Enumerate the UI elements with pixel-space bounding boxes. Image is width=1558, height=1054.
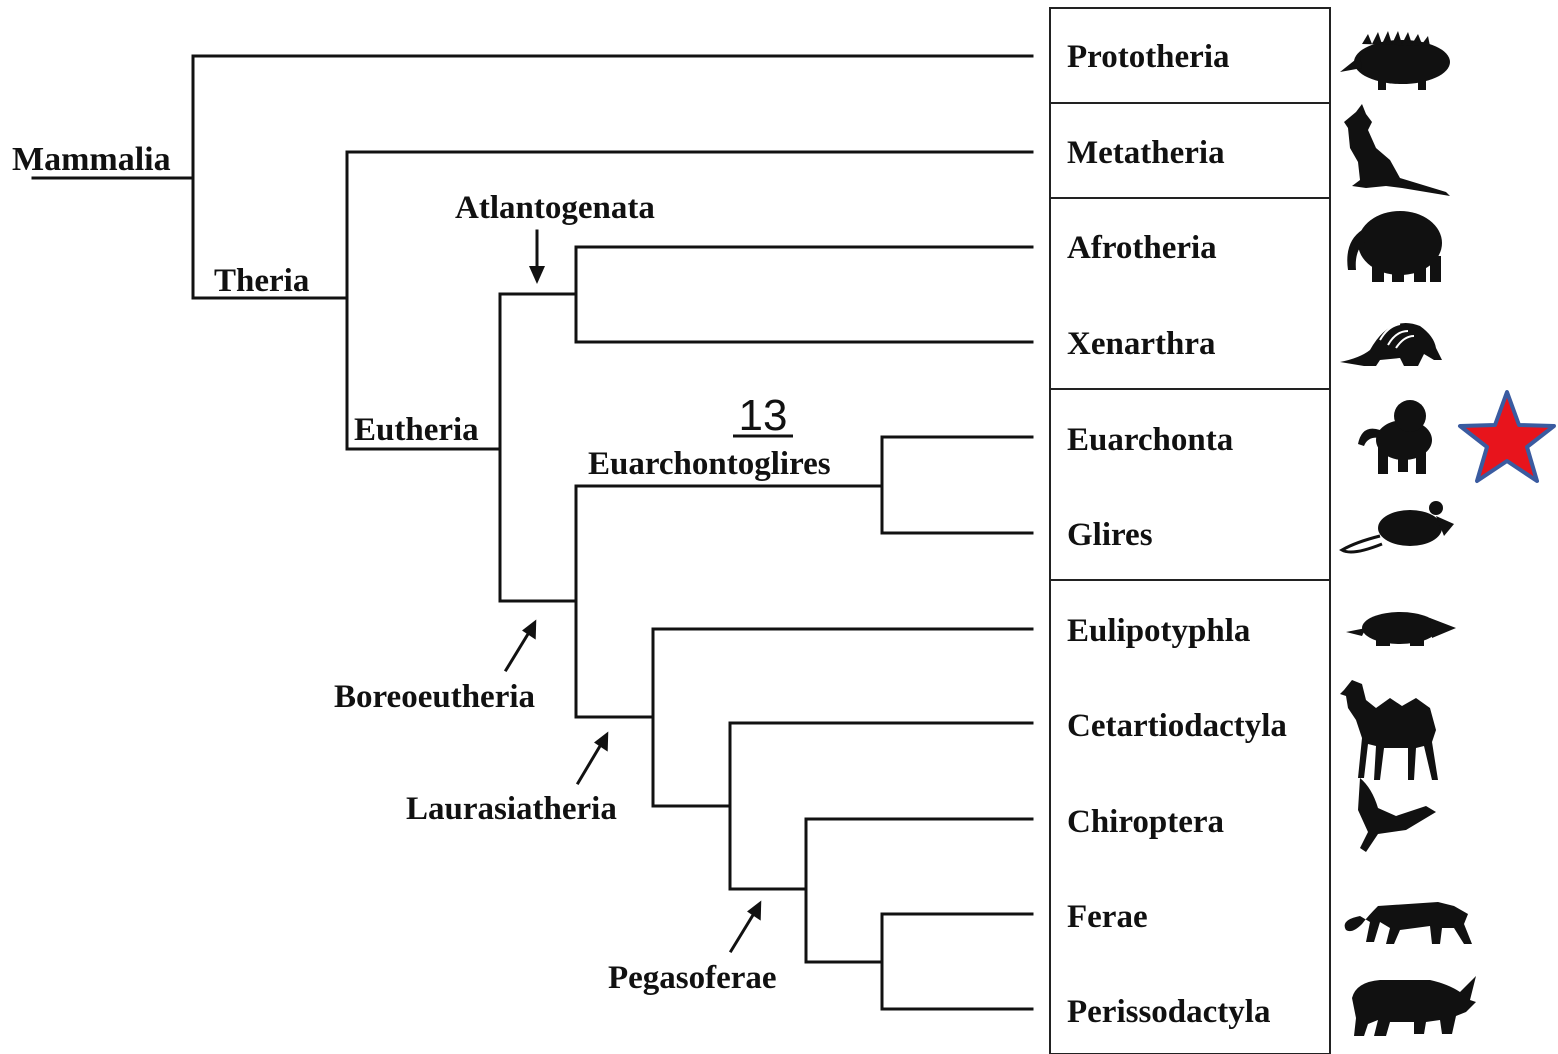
taxon-names: Prototheria Metatheria Afrotheria Xenart…: [1067, 39, 1287, 1030]
theria-label: Theria: [214, 263, 309, 299]
laurasiatheria-arrow: [578, 746, 600, 783]
echidna-icon: [1340, 31, 1450, 90]
mouse-icon: [1342, 501, 1454, 552]
bat-icon: [1358, 778, 1436, 852]
taxon-ferae: Ferae: [1067, 899, 1148, 935]
taxon-perissodactyla: Perissodactyla: [1067, 994, 1270, 1030]
star-icon: [1460, 392, 1554, 481]
taxon-xenarthra: Xenarthra: [1067, 326, 1215, 362]
laurasiatheria-label: Laurasiatheria: [406, 791, 617, 827]
mammalia-label: Mammalia: [12, 141, 171, 178]
elephant-icon: [1347, 211, 1442, 282]
boreoeutheria-label: Boreoeutheria: [334, 679, 535, 715]
atlantogenata-label: Atlantogenata: [455, 190, 655, 226]
silhouettes: [1340, 31, 1554, 1036]
euarchontoglires-label: Euarchontoglires: [588, 446, 831, 482]
taxon-cetartiodactyla: Cetartiodactyla: [1067, 708, 1287, 744]
rhino-icon: [1352, 976, 1476, 1036]
eutheria-label: Eutheria: [354, 412, 479, 448]
taxon-euarchonta: Euarchonta: [1067, 422, 1233, 458]
taxon-prototheria: Prototheria: [1067, 39, 1230, 75]
number-label: 13: [739, 391, 788, 440]
taxon-chiroptera: Chiroptera: [1067, 804, 1224, 840]
pegasoferae-label: Pegasoferae: [608, 960, 777, 996]
node-arrows: [506, 231, 763, 951]
pegasoferae-arrow: [731, 915, 753, 951]
mole-icon: [1346, 612, 1456, 646]
tiger-icon: [1345, 902, 1472, 944]
camel-icon: [1340, 680, 1438, 780]
taxon-metatheria: Metatheria: [1067, 135, 1225, 171]
armadillo-icon: [1340, 323, 1442, 366]
primate-icon: [1358, 400, 1432, 474]
taxon-eulipotyphla: Eulipotyphla: [1067, 613, 1250, 649]
boreoeutheria-arrow: [506, 634, 528, 670]
taxon-glires: Glires: [1067, 517, 1153, 553]
taxon-afrotheria: Afrotheria: [1067, 230, 1217, 266]
kangaroo-icon: [1344, 104, 1450, 196]
